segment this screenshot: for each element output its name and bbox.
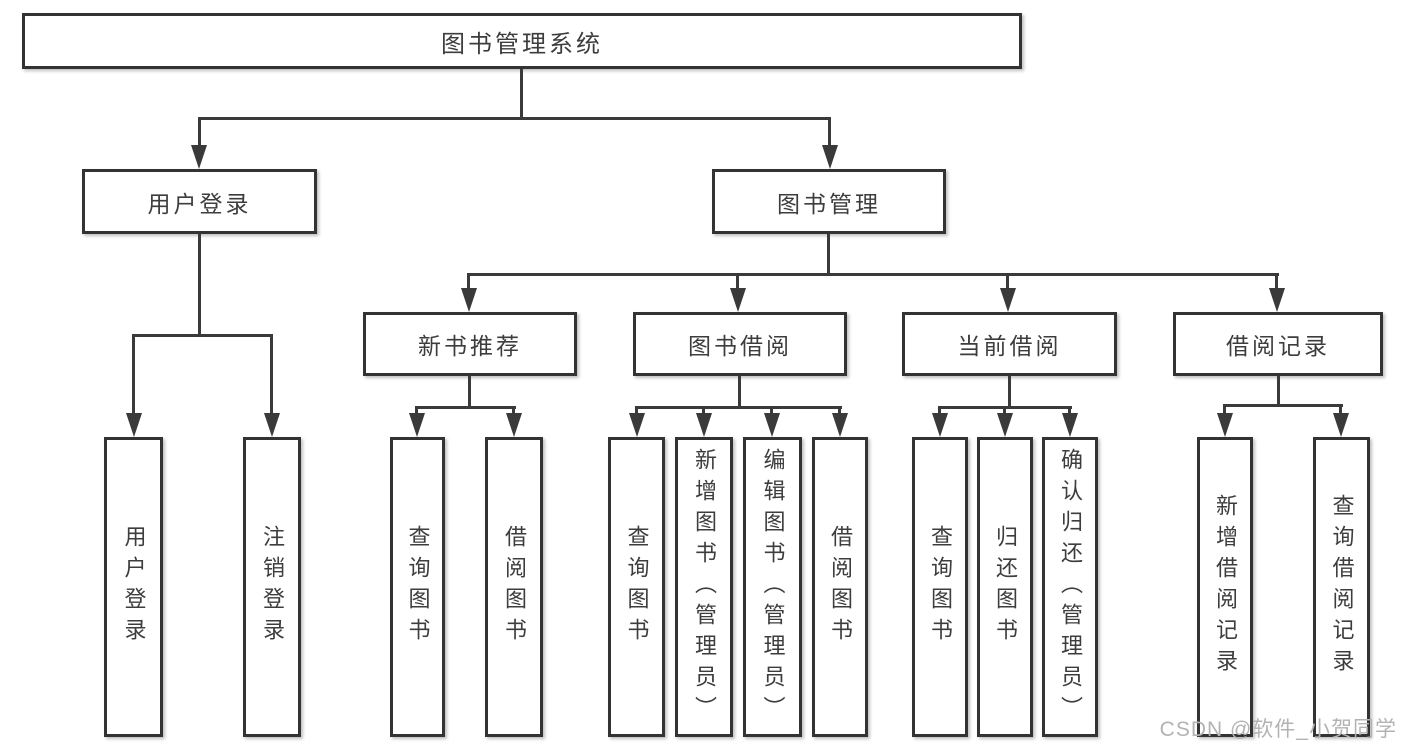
arrow-down-icon <box>997 413 1013 437</box>
leaf-return-books: 归还图书 <box>977 437 1033 737</box>
node-root-label: 图书管理系统 <box>441 30 603 58</box>
leaf-borrow-books-label: 借阅图书 <box>828 525 853 649</box>
connector-line <box>198 234 201 334</box>
leaf-query-books-label: 查询图书 <box>405 525 431 649</box>
node-current-borrow-label: 当前借阅 <box>957 333 1062 359</box>
node-borrow-records-label: 借阅记录 <box>1226 333 1330 359</box>
arrow-down-icon <box>730 288 746 312</box>
arrow-down-icon <box>191 145 207 169</box>
connector-line <box>132 334 135 414</box>
connector-line <box>738 376 741 406</box>
connector-line <box>1068 406 1071 416</box>
node-user-login-label: 用户登录 <box>147 190 252 217</box>
leaf-add-books-label: 新增图书（管理员） <box>692 447 717 727</box>
leaf-confirm-return-label: 确认归还（管理员） <box>1058 447 1083 727</box>
connector-line <box>198 117 201 147</box>
arrow-down-icon <box>1333 413 1349 437</box>
connector-line <box>198 117 831 120</box>
connector-line <box>1275 273 1278 291</box>
arrow-down-icon <box>409 413 425 437</box>
leaf-query-books-under-current: 查询图书 <box>912 437 968 737</box>
leaf-query-books-label: 查询图书 <box>928 525 953 649</box>
arrow-down-icon <box>1062 413 1078 437</box>
node-user-login: 用户登录 <box>82 169 317 234</box>
arrow-down-icon <box>764 413 780 437</box>
node-current-borrow: 当前借阅 <box>902 312 1117 376</box>
leaf-confirm-return-admin: 确认归还（管理员） <box>1042 437 1098 737</box>
arrow-down-icon <box>832 413 848 437</box>
connector-line <box>468 273 1279 276</box>
connector-line <box>635 406 638 416</box>
connector-line <box>1277 376 1280 404</box>
arrow-down-icon <box>1269 288 1285 312</box>
node-book-borrow-label: 图书借阅 <box>688 333 792 359</box>
connector-line <box>1223 404 1226 416</box>
arrow-down-icon <box>822 145 838 169</box>
leaf-return-books-label: 归还图书 <box>993 525 1018 649</box>
leaf-logout: 注销登录 <box>243 437 301 737</box>
connector-line <box>512 406 515 416</box>
leaf-query-borrow-record: 查询借阅记录 <box>1313 437 1370 737</box>
leaf-query-books-under-borrow: 查询图书 <box>608 437 665 737</box>
connector-line <box>636 406 842 409</box>
leaf-user-login-label: 用户登录 <box>121 525 147 649</box>
connector-line <box>467 273 470 291</box>
connector-line <box>1008 376 1011 406</box>
connector-line <box>702 406 705 416</box>
connector-line <box>520 69 523 117</box>
node-book-borrow: 图书借阅 <box>633 312 847 376</box>
node-root-system: 图书管理系统 <box>22 13 1022 69</box>
connector-line <box>1224 404 1343 407</box>
leaf-query-books-under-recommend: 查询图书 <box>390 437 445 737</box>
connector-line <box>416 406 516 409</box>
arrow-down-icon <box>1000 288 1016 312</box>
connector-line <box>1339 404 1342 416</box>
connector-line <box>827 234 830 273</box>
leaf-borrow-books-under-borrow: 借阅图书 <box>812 437 868 737</box>
connector-line <box>828 117 831 147</box>
node-new-book-recommend: 新书推荐 <box>363 312 577 376</box>
connector-line <box>770 406 773 416</box>
leaf-query-books-label: 查询图书 <box>624 525 650 649</box>
arrow-down-icon <box>461 288 477 312</box>
leaf-logout-label: 注销登录 <box>260 525 285 649</box>
connector-line <box>1003 406 1006 416</box>
arrow-down-icon <box>126 413 142 437</box>
csdn-watermark: CSDN @软件_小贺同学 <box>1159 718 1397 741</box>
arrow-down-icon <box>506 413 522 437</box>
leaf-query-borrow-record-label: 查询借阅记录 <box>1329 494 1355 680</box>
connector-line <box>468 376 471 406</box>
leaf-user-login: 用户登录 <box>104 437 163 737</box>
leaf-add-borrow-record: 新增借阅记录 <box>1197 437 1253 737</box>
connector-line <box>736 273 739 291</box>
connector-line <box>1006 273 1009 291</box>
leaf-edit-books-admin: 编辑图书（管理员） <box>743 437 802 737</box>
leaf-add-borrow-record-label: 新增借阅记录 <box>1213 494 1238 680</box>
connector-line <box>838 406 841 416</box>
node-book-management-label: 图书管理 <box>777 190 881 217</box>
connector-line <box>938 406 941 416</box>
leaf-borrow-books-label: 借阅图书 <box>502 525 527 649</box>
arrow-down-icon <box>264 413 280 437</box>
connector-line <box>133 334 273 337</box>
connector-line <box>270 334 273 414</box>
node-borrow-records: 借阅记录 <box>1173 312 1383 376</box>
arrow-down-icon <box>696 413 712 437</box>
connector-line <box>415 406 418 416</box>
node-new-book-recommend-label: 新书推荐 <box>418 333 522 359</box>
node-book-management: 图书管理 <box>712 169 946 234</box>
arrow-down-icon <box>629 413 645 437</box>
arrow-down-icon <box>932 413 948 437</box>
arrow-down-icon <box>1217 413 1233 437</box>
leaf-add-books-admin: 新增图书（管理员） <box>675 437 733 737</box>
leaf-borrow-books-under-recommend: 借阅图书 <box>485 437 543 737</box>
leaf-edit-books-label: 编辑图书（管理员） <box>760 447 786 727</box>
